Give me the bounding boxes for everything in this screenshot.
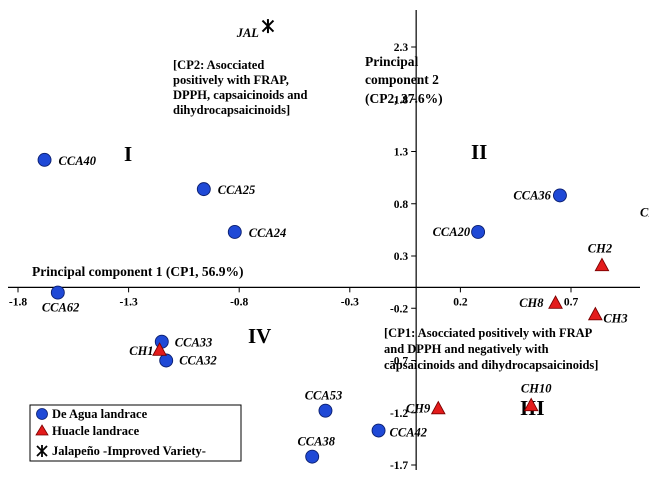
y-tick-label: 0.3: [394, 251, 409, 263]
point-jal: [261, 19, 275, 34]
x-tick-label: -0.8: [230, 296, 248, 308]
cp2-note-line-1: [CP2: Asocciated: [173, 58, 264, 72]
y-axis-title-line-1: Principal: [365, 54, 418, 69]
quadrant-label-iv: IV: [248, 324, 271, 348]
point-ch10: [523, 397, 539, 412]
y-tick-label: 0.8: [394, 199, 409, 211]
cp1-note-line-2: and DPPH and negatively with: [384, 342, 549, 356]
quadrant-label-i: I: [124, 142, 132, 166]
y-axis-title-line-2: component 2: [365, 72, 439, 87]
y-axis-title-line-3: (CP2, 37.6%): [365, 91, 443, 106]
x-tick-label: 0.7: [564, 296, 579, 308]
point-cca53: [318, 403, 333, 418]
data-points: [37, 19, 610, 464]
point-label-cca36: CCA36: [513, 188, 551, 202]
point-label-cca33: CCA33: [175, 336, 213, 350]
point-label-ch1: CH1: [129, 344, 153, 358]
y-tick-label: -0.7: [390, 356, 408, 368]
point-cca36: [552, 188, 567, 203]
x-tick-label: 0.2: [453, 296, 468, 308]
axes: [8, 10, 640, 470]
y-tick-label: -0.2: [390, 303, 408, 315]
x-axis-title: Principal component 1 (CP1, 56.9%): [32, 264, 244, 279]
y-tick-label: -1.7: [390, 460, 408, 472]
y-tick-label: 1.8: [394, 94, 409, 106]
point-label-ch3: CH3: [603, 312, 627, 326]
y-tick-label: 2.3: [394, 42, 409, 54]
point-ch3: [587, 306, 603, 321]
legend: De Agua landrace Huacle landrace Jalapeñ…: [29, 404, 242, 462]
point-cca32: [159, 353, 174, 368]
legend-label-jalapeno: Jalapeño -Improved Variety-: [52, 444, 206, 458]
point-label-cca62: CCA62: [42, 301, 80, 315]
point-cca25: [196, 182, 211, 197]
point-label-ch7: CH7: [640, 206, 649, 220]
point-label-jal: JAL: [236, 26, 260, 40]
cp2-note-line-3: DPPH, capsaicinoids and: [173, 88, 307, 102]
x-tick-label: -1.3: [119, 296, 137, 308]
cp1-note-line-3: capsaicinoids and dihydrocapsaicinoids]: [384, 358, 598, 372]
point-label-ch8: CH8: [519, 296, 544, 310]
point-cca24: [227, 225, 242, 239]
point-label-cca40: CCA40: [59, 154, 97, 168]
point-cca38: [305, 449, 320, 464]
point-ch8: [548, 295, 563, 309]
legend-asterisk-marker: [36, 445, 48, 457]
x-ticks: -1.8-1.3-0.8-0.30.20.71.2: [9, 287, 579, 308]
y-tick-label: 1.3: [394, 147, 409, 159]
legend-box: [29, 404, 242, 462]
point-cca40: [37, 152, 52, 167]
point-label-cca25: CCA25: [218, 183, 256, 197]
point-cca62: [50, 285, 65, 300]
legend-label-de-agua: De Agua landrace: [52, 407, 148, 421]
point-label-ch2: CH2: [588, 241, 612, 255]
legend-circle-marker: [36, 408, 48, 420]
legend-label-huacle: Huacle landrace: [52, 424, 140, 438]
point-label-cca24: CCA24: [249, 226, 287, 240]
point-label-cca20: CCA20: [433, 225, 471, 239]
y-tick-label: -1.2: [390, 408, 408, 420]
legend-triangle-marker: [35, 424, 49, 436]
point-label-cca38: CCA38: [297, 435, 335, 449]
quadrant-label-ii: II: [471, 140, 487, 164]
y-ticks: 2.3 1.8 1.3 0.8 0.3 -0.2 -0.7 -1.2 -1.7: [390, 42, 417, 472]
point-ch1: [152, 342, 167, 356]
point-cca42: [371, 423, 386, 438]
point-label-ch9: CH9: [406, 402, 431, 416]
point-ch2: [594, 257, 610, 272]
x-tick-label: -0.3: [341, 296, 359, 308]
point-cca20: [471, 225, 486, 239]
point-ch9: [430, 400, 446, 415]
x-tick-label: -1.8: [9, 296, 27, 308]
point-label-ch10: CH10: [521, 381, 552, 395]
point-label-cca42: CCA42: [390, 426, 428, 440]
point-label-cca53: CCA53: [305, 389, 343, 403]
cp2-note-line-2: positively with FRAP,: [173, 73, 289, 87]
point-label-cca32: CCA32: [179, 354, 217, 368]
cp1-note-line-1: [CP1: Asocciated positively with FRAP: [384, 326, 593, 340]
cp2-note-line-4: dihydrocapsaicinoids]: [173, 103, 290, 117]
